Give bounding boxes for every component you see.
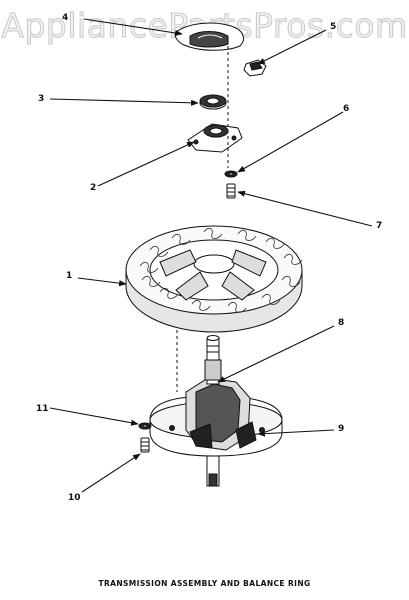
assembly-axis-lines [176,46,229,392]
callout-3: 3 [38,94,45,104]
callout-11: 11 [36,404,49,414]
part-11-washer [138,422,152,430]
part-1-balance-ring [125,225,303,333]
part-9-transmission [149,377,283,487]
callout-10: 10 [68,493,81,503]
part-3-bearing [199,94,227,110]
callout-6: 6 [343,104,350,114]
callout-2: 2 [90,183,97,193]
part-6-washer [224,170,238,178]
callout-5: 5 [330,22,337,32]
callout-7: 7 [376,221,383,231]
part-7-screw [226,183,236,199]
part-5-clip [243,59,267,77]
part-8-shaft [204,335,222,385]
part-2-bearing-housing [187,123,243,153]
callout-1: 1 [66,271,73,281]
callout-9: 9 [338,424,345,434]
diagram-caption: TRANSMISSION ASSEMBLY AND BALANCE RING [98,579,311,588]
callout-8: 8 [338,318,345,328]
callout-leaders [49,18,373,493]
callout-4: 4 [62,13,69,23]
part-10-bolt [140,437,150,453]
part-4-cover [174,22,244,51]
